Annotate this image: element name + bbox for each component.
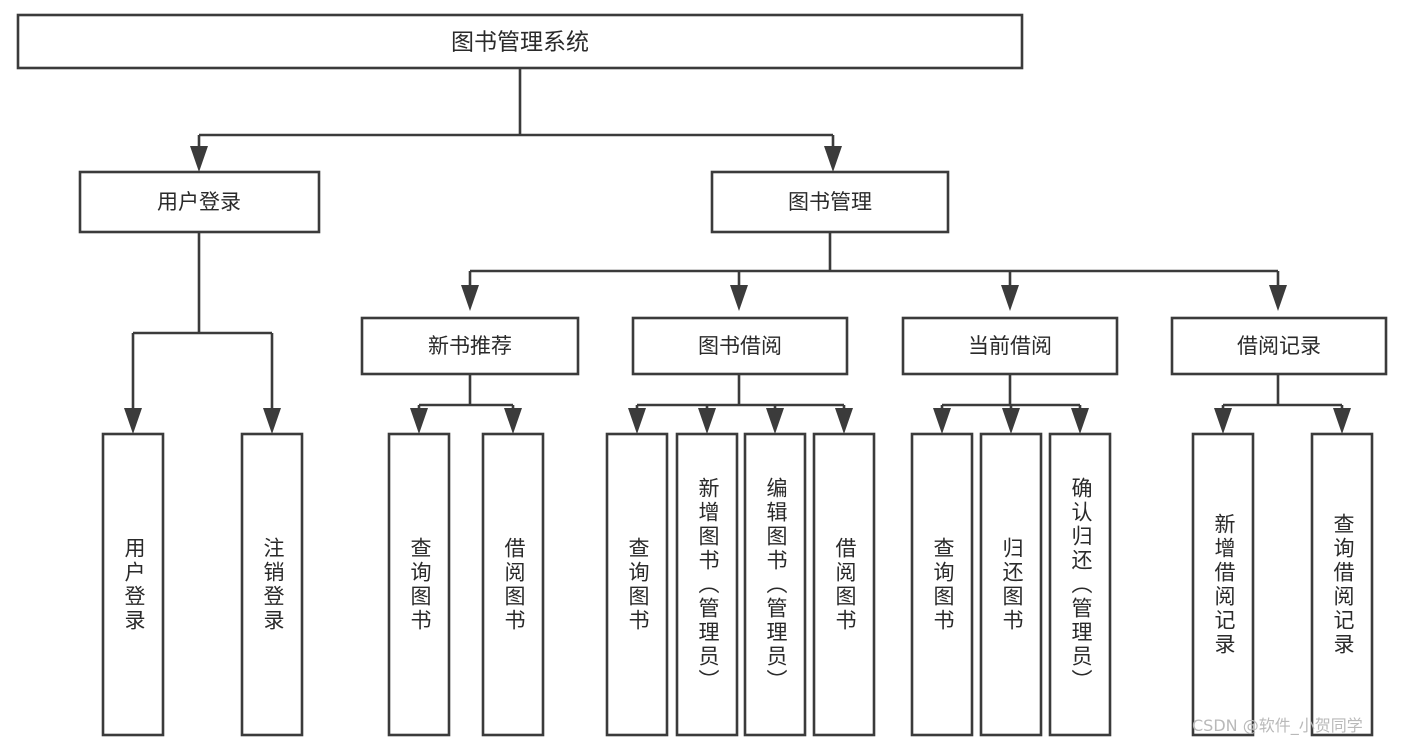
arrowhead-leaf-user-login xyxy=(124,408,142,434)
node-root-label: 图书管理系统 xyxy=(451,30,589,56)
node-leaf-return-book-label: 归还图书 xyxy=(1000,537,1024,633)
node-root-box[interactable] xyxy=(16,13,1024,70)
node-leaf-edit-book[interactable]: 编辑图书（管理员） xyxy=(743,432,807,737)
arrowhead-current-borrow xyxy=(1001,285,1019,311)
node-leaf-borrow-book-1-label: 借阅图书 xyxy=(502,537,526,633)
node-leaf-user-login-label: 用户登录 xyxy=(122,537,146,633)
node-book-manage[interactable]: 图书管理 xyxy=(710,170,950,234)
node-leaf-query-book-1-box[interactable] xyxy=(387,432,451,737)
node-leaf-query-record-box[interactable] xyxy=(1310,432,1374,737)
arrowhead-new-book-recommend xyxy=(461,285,479,311)
node-user-login-box[interactable] xyxy=(78,170,321,234)
node-leaf-user-login-box[interactable] xyxy=(101,432,165,737)
arrowhead-leaf-user-logout xyxy=(263,408,281,434)
node-leaf-user-logout[interactable]: 注销登录 xyxy=(240,432,304,737)
node-leaf-query-book-1-label: 查询图书 xyxy=(408,537,432,633)
arrowhead-leaf-borrow-book-1 xyxy=(504,408,522,434)
arrowhead-leaf-edit-book xyxy=(766,408,784,434)
node-leaf-query-book-1[interactable]: 查询图书 xyxy=(387,432,451,737)
arrowhead-leaf-confirm-return xyxy=(1071,408,1089,434)
node-leaf-add-book[interactable]: 新增图书（管理员） xyxy=(675,432,739,737)
node-leaf-user-login[interactable]: 用户登录 xyxy=(101,432,165,737)
node-leaf-add-book-box[interactable] xyxy=(675,432,739,737)
arrowhead-book-manage xyxy=(824,146,842,172)
node-leaf-query-book-2-label: 查询图书 xyxy=(626,537,650,633)
node-current-borrow[interactable]: 当前借阅 xyxy=(901,316,1119,376)
node-book-borrow-label: 图书借阅 xyxy=(698,334,782,358)
arrowhead-leaf-query-book-2 xyxy=(628,408,646,434)
node-borrow-record-label: 借阅记录 xyxy=(1237,334,1321,358)
node-leaf-add-record-box[interactable] xyxy=(1191,432,1255,737)
arrowhead-leaf-query-record xyxy=(1333,408,1351,434)
node-leaf-query-book-3-label: 查询图书 xyxy=(931,537,955,633)
node-borrow-record[interactable]: 借阅记录 xyxy=(1170,316,1388,376)
arrowhead-book-borrow xyxy=(730,285,748,311)
node-leaf-query-book-3-box[interactable] xyxy=(910,432,974,737)
node-leaf-borrow-book-2-label: 借阅图书 xyxy=(833,537,857,633)
node-leaf-borrow-book-2-box[interactable] xyxy=(812,432,876,737)
node-current-borrow-label: 当前借阅 xyxy=(968,334,1052,358)
node-new-book-recommend-label: 新书推荐 xyxy=(428,334,512,358)
arrowhead-leaf-query-book-3 xyxy=(933,408,951,434)
node-user-login-label: 用户登录 xyxy=(157,190,241,214)
connector-group xyxy=(124,68,1351,434)
node-leaf-query-record-label: 查询借阅记录 xyxy=(1331,513,1355,657)
node-leaf-borrow-book-1[interactable]: 借阅图书 xyxy=(481,432,545,737)
node-new-book-recommend-box[interactable] xyxy=(360,316,580,376)
node-new-book-recommend[interactable]: 新书推荐 xyxy=(360,316,580,376)
arrowhead-leaf-query-book-1 xyxy=(410,408,428,434)
node-leaf-add-record-label: 新增借阅记录 xyxy=(1212,513,1236,657)
arrowhead-borrow-record xyxy=(1269,285,1287,311)
node-leaf-query-record[interactable]: 查询借阅记录 xyxy=(1310,432,1374,737)
node-book-manage-label: 图书管理 xyxy=(788,190,872,214)
node-leaf-confirm-return-box[interactable] xyxy=(1048,432,1112,737)
node-borrow-record-box[interactable] xyxy=(1170,316,1388,376)
node-book-borrow[interactable]: 图书借阅 xyxy=(631,316,849,376)
node-book-borrow-box[interactable] xyxy=(631,316,849,376)
node-leaf-confirm-return-label: 确认归还（管理员） xyxy=(1069,477,1093,693)
node-leaf-borrow-book-2[interactable]: 借阅图书 xyxy=(812,432,876,737)
node-leaf-return-book-box[interactable] xyxy=(979,432,1043,737)
node-leaf-add-book-label: 新增图书（管理员） xyxy=(696,477,720,693)
node-leaf-return-book[interactable]: 归还图书 xyxy=(979,432,1043,737)
node-leaf-edit-book-box[interactable] xyxy=(743,432,807,737)
node-leaf-add-record[interactable]: 新增借阅记录 xyxy=(1191,432,1255,737)
arrowhead-leaf-add-record xyxy=(1214,408,1232,434)
node-leaf-query-book-2[interactable]: 查询图书 xyxy=(605,432,669,737)
node-leaf-confirm-return[interactable]: 确认归还（管理员） xyxy=(1048,432,1112,737)
node-leaf-query-book-3[interactable]: 查询图书 xyxy=(910,432,974,737)
node-current-borrow-box[interactable] xyxy=(901,316,1119,376)
node-book-manage-box[interactable] xyxy=(710,170,950,234)
node-leaf-edit-book-label: 编辑图书（管理员） xyxy=(764,477,788,693)
arrowhead-leaf-add-book xyxy=(698,408,716,434)
node-user-login[interactable]: 用户登录 xyxy=(78,170,321,234)
arrowhead-leaf-return-book xyxy=(1002,408,1020,434)
node-leaf-borrow-book-1-box[interactable] xyxy=(481,432,545,737)
arrowhead-leaf-borrow-book-2 xyxy=(835,408,853,434)
watermark-text: CSDN @软件_小贺同学 xyxy=(1192,716,1363,735)
node-leaf-query-book-2-box[interactable] xyxy=(605,432,669,737)
node-root[interactable]: 图书管理系统 xyxy=(16,13,1024,70)
arrowhead-user-login xyxy=(190,146,208,172)
node-leaf-user-logout-box[interactable] xyxy=(240,432,304,737)
node-leaf-user-logout-label: 注销登录 xyxy=(261,537,285,633)
